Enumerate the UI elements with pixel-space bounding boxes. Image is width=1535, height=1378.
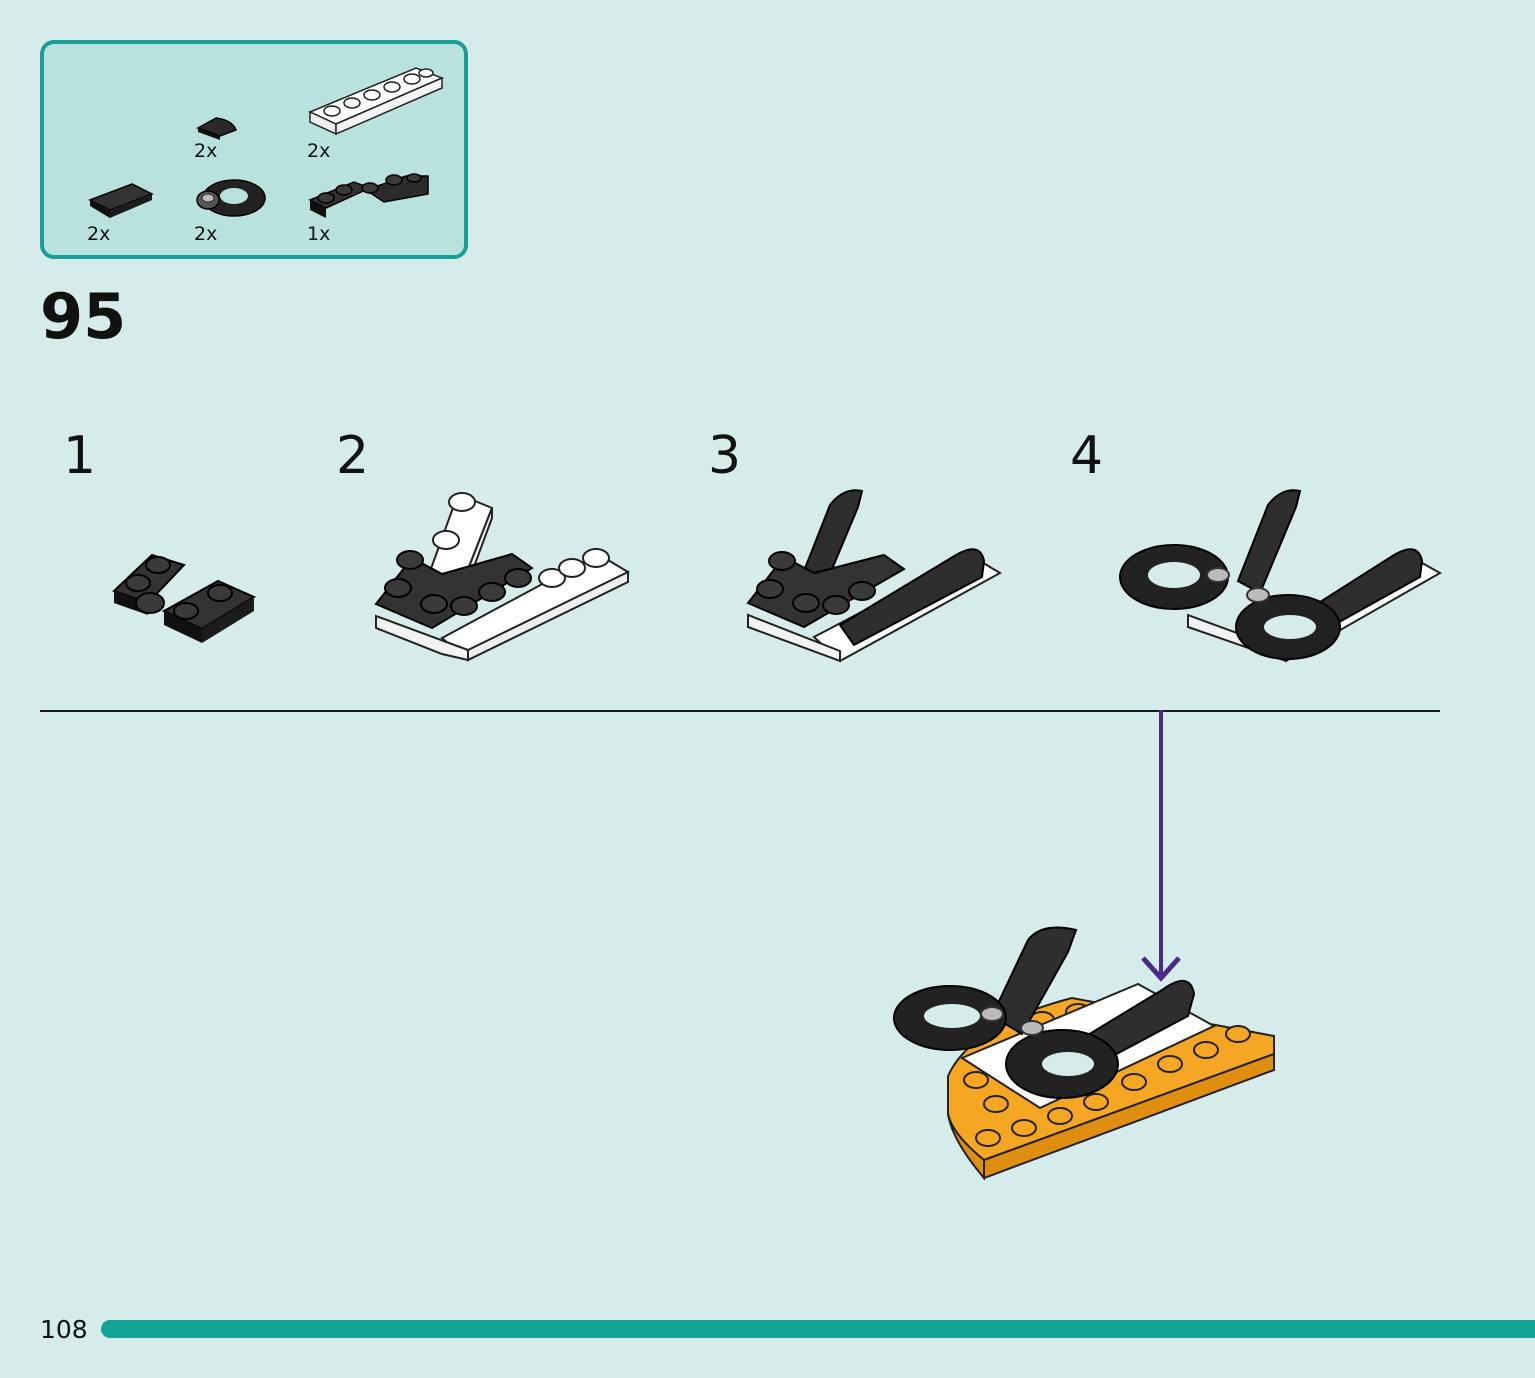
step-divider [40,710,1440,712]
black-quarter-round-tile-icon [196,117,237,140]
substep-number: 4 [1070,426,1104,486]
attach-arrow-icon [1141,710,1181,982]
step-number: 95 [40,280,127,353]
substep-number: 2 [336,426,370,486]
page-number: 108 [40,1315,88,1344]
black-1x2-tile-icon [88,183,154,218]
page-progress-bar [101,1320,1535,1338]
scissors-handles-attached-icon [1119,489,1443,663]
black-tiles-attached-icon [746,489,1003,663]
white-plates-attached-icon [374,492,631,662]
part-qty: 2x [307,140,331,162]
black-hinge-plate-assembly-icon [112,553,257,643]
parts-list-box: 2x 2x 2x 2x 1x [40,40,468,259]
substep-number: 1 [63,426,97,486]
black-hinge-plate-icon [308,173,429,218]
part-qty: 1x [307,223,331,245]
part-qty: 2x [87,223,111,245]
black-ring-plate-icon [196,179,266,217]
part-qty: 2x [194,223,218,245]
scissors-on-orange-wedge-icon [893,926,1275,1181]
substep-number: 3 [708,426,742,486]
part-qty: 2x [194,140,218,162]
white-1x6-plate-icon [308,67,444,136]
